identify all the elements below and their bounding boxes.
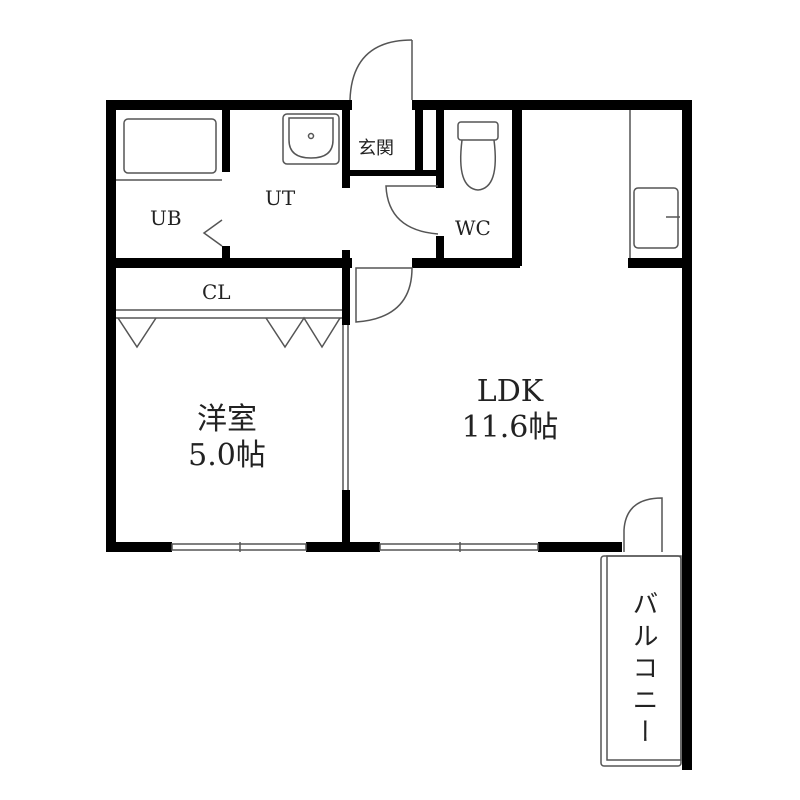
wall-wc-left-low [436, 236, 444, 266]
hall-door-swing [355, 267, 413, 323]
room-label-wc: WC [455, 216, 491, 240]
wall-ut-mid [342, 250, 350, 325]
wall-western-ldk-low [342, 490, 350, 552]
window-western [171, 543, 307, 551]
wall-balcony-right [682, 540, 692, 770]
wall-bottom-1 [106, 542, 172, 552]
wall-right [682, 100, 692, 552]
window-ldk [379, 543, 539, 551]
kitchen-sink [633, 187, 679, 249]
walls [106, 100, 692, 770]
room-label-balcony: バルコニー [628, 590, 658, 750]
fixtures [116, 39, 682, 767]
ldk-size: 11.6帖 [461, 410, 559, 445]
ub-door [202, 219, 223, 247]
room-label-cl: CL [202, 280, 231, 304]
wall-kitchen-bottom [628, 258, 692, 268]
room-label-entrance: 玄関 [358, 138, 394, 159]
toilet-tank [457, 121, 499, 141]
wall-top-right [412, 100, 692, 110]
front-door-swing [349, 39, 413, 101]
cl-door-right [265, 316, 341, 349]
room-label-ut: UT [265, 186, 296, 210]
washbasin [282, 113, 340, 165]
cl-door-left [117, 317, 157, 349]
wall-wc-left [436, 100, 444, 188]
balcony-inner [606, 555, 682, 761]
room-label-western: 洋室 5.0帖 [172, 402, 282, 474]
balcony-door [623, 497, 663, 552]
wall-ub-ut-low [222, 246, 230, 266]
room-label-ub: UB [150, 206, 182, 230]
toilet-bowl [459, 139, 497, 191]
bathtub [123, 118, 217, 174]
wall-bottom-3 [538, 542, 622, 552]
western-size: 5.0帖 [188, 438, 266, 473]
wall-entry-bottom [412, 258, 520, 268]
western-name: 洋室 [197, 402, 257, 437]
inner-door-swing [385, 185, 439, 235]
wall-entrance-right [415, 100, 423, 176]
wall-ub-ut [222, 100, 230, 172]
wall-left [106, 100, 116, 552]
room-label-ldk: LDK 11.6帖 [440, 374, 580, 446]
wall-ut-entrance [342, 100, 350, 188]
wall-entrance-bottom [342, 170, 442, 176]
wall-wc-right [512, 100, 522, 266]
wall-bath-bottom [106, 258, 352, 268]
ldk-name: LDK [476, 374, 544, 409]
